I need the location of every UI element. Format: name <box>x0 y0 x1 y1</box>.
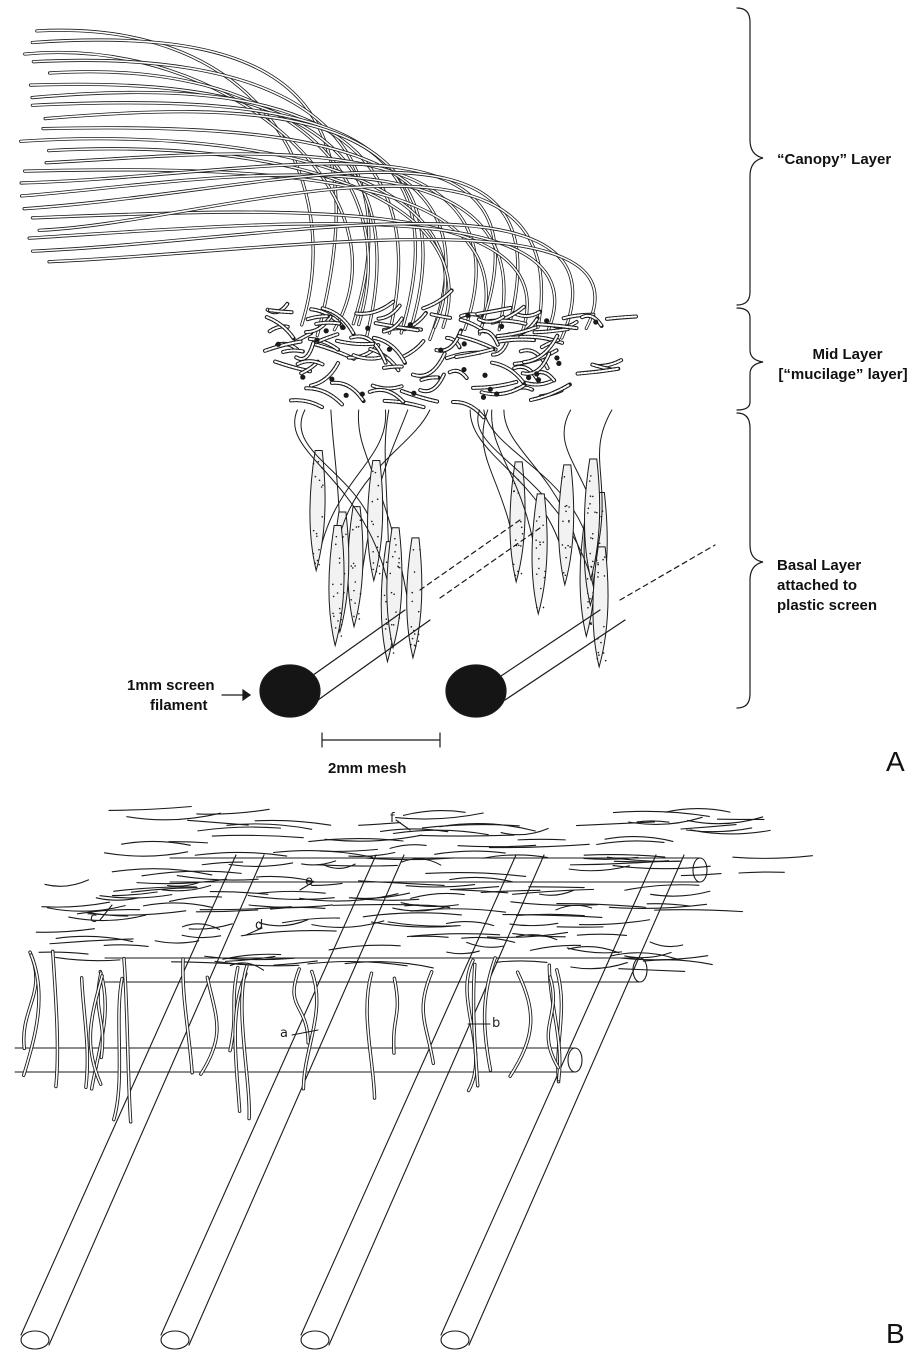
mid-bracket <box>737 308 763 410</box>
callout-c: c <box>90 911 97 926</box>
callout-a: a <box>280 1026 288 1041</box>
panel-letter-b: B <box>886 1318 905 1350</box>
screen-filaments <box>260 520 715 717</box>
canopy-bracket <box>737 8 763 305</box>
canopy-layer-label: “Canopy” Layer <box>777 150 891 169</box>
canopy-filaments <box>21 30 595 339</box>
mesh-size-label: 2mm mesh <box>328 759 406 778</box>
panel-letter-a: A <box>886 746 905 778</box>
callout-e: e <box>305 874 313 889</box>
upright-filaments <box>24 951 562 1121</box>
screen-filament-section-left <box>260 665 320 717</box>
mucilage-layer-label: [“mucilage” layer] <box>768 365 918 384</box>
mesh-scale-bar <box>322 733 440 747</box>
basal-attached-label: attached to <box>777 576 857 595</box>
basal-filaments <box>295 410 612 667</box>
basal-layer-label: Basal Layer <box>777 556 861 575</box>
callout-b: b <box>492 1016 500 1031</box>
screen-filament-label-2: filament <box>150 696 208 715</box>
panel-b-diagram <box>15 806 812 1349</box>
callout-d: d <box>255 918 263 933</box>
panel-a-diagram <box>21 8 763 747</box>
basal-bracket <box>737 413 763 708</box>
basal-screen-label: plastic screen <box>777 596 877 615</box>
screen-filament-section-right <box>446 665 506 717</box>
turf-mat <box>36 806 812 971</box>
mid-layer-mat <box>265 290 636 417</box>
mid-layer-label: Mid Layer <box>775 345 919 364</box>
callout-f: f <box>390 811 395 826</box>
screen-filament-label: 1mm screen <box>127 676 215 695</box>
